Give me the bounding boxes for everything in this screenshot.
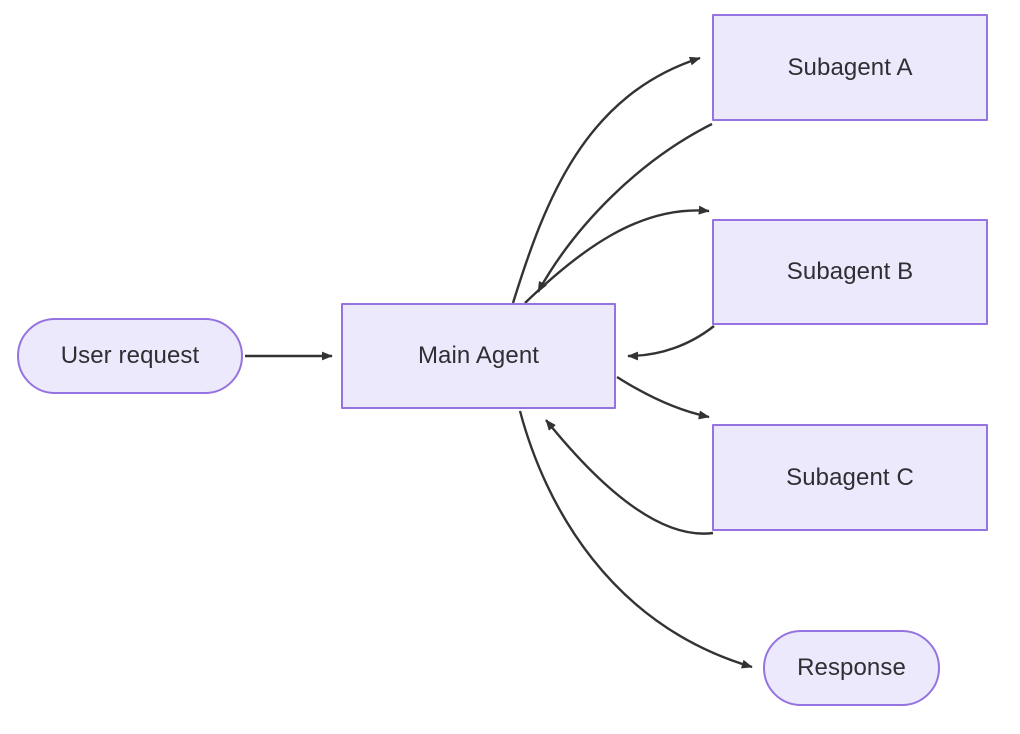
edge-main-agent-to-subagent-a (511, 56, 701, 304)
node-subagent-a-label: Subagent A (787, 53, 913, 81)
edge-main-agent-to-response (518, 410, 753, 669)
edge-main-agent-to-subagent-b (524, 205, 710, 304)
node-main-agent[interactable]: Main Agent (341, 303, 616, 409)
node-response-label: Response (797, 654, 906, 681)
node-subagent-a[interactable]: Subagent A (712, 14, 988, 121)
edge-subagent-a-to-main-agent (536, 122, 713, 293)
node-response[interactable]: Response (763, 630, 940, 706)
node-user-request[interactable]: User request (17, 318, 243, 394)
edge-main-agent-to-subagent-c (616, 375, 710, 420)
node-subagent-c-label: Subagent C (786, 463, 914, 491)
node-main-agent-label: Main Agent (417, 342, 540, 369)
node-subagent-b-label: Subagent B (786, 258, 914, 285)
edge-subagent-b-to-main-agent (627, 325, 715, 361)
edge-subagent-c-to-main-agent (545, 419, 714, 535)
node-subagent-c[interactable]: Subagent C (712, 424, 988, 531)
node-subagent-b[interactable]: Subagent B (712, 219, 988, 325)
node-user-request-label: User request (60, 342, 200, 369)
